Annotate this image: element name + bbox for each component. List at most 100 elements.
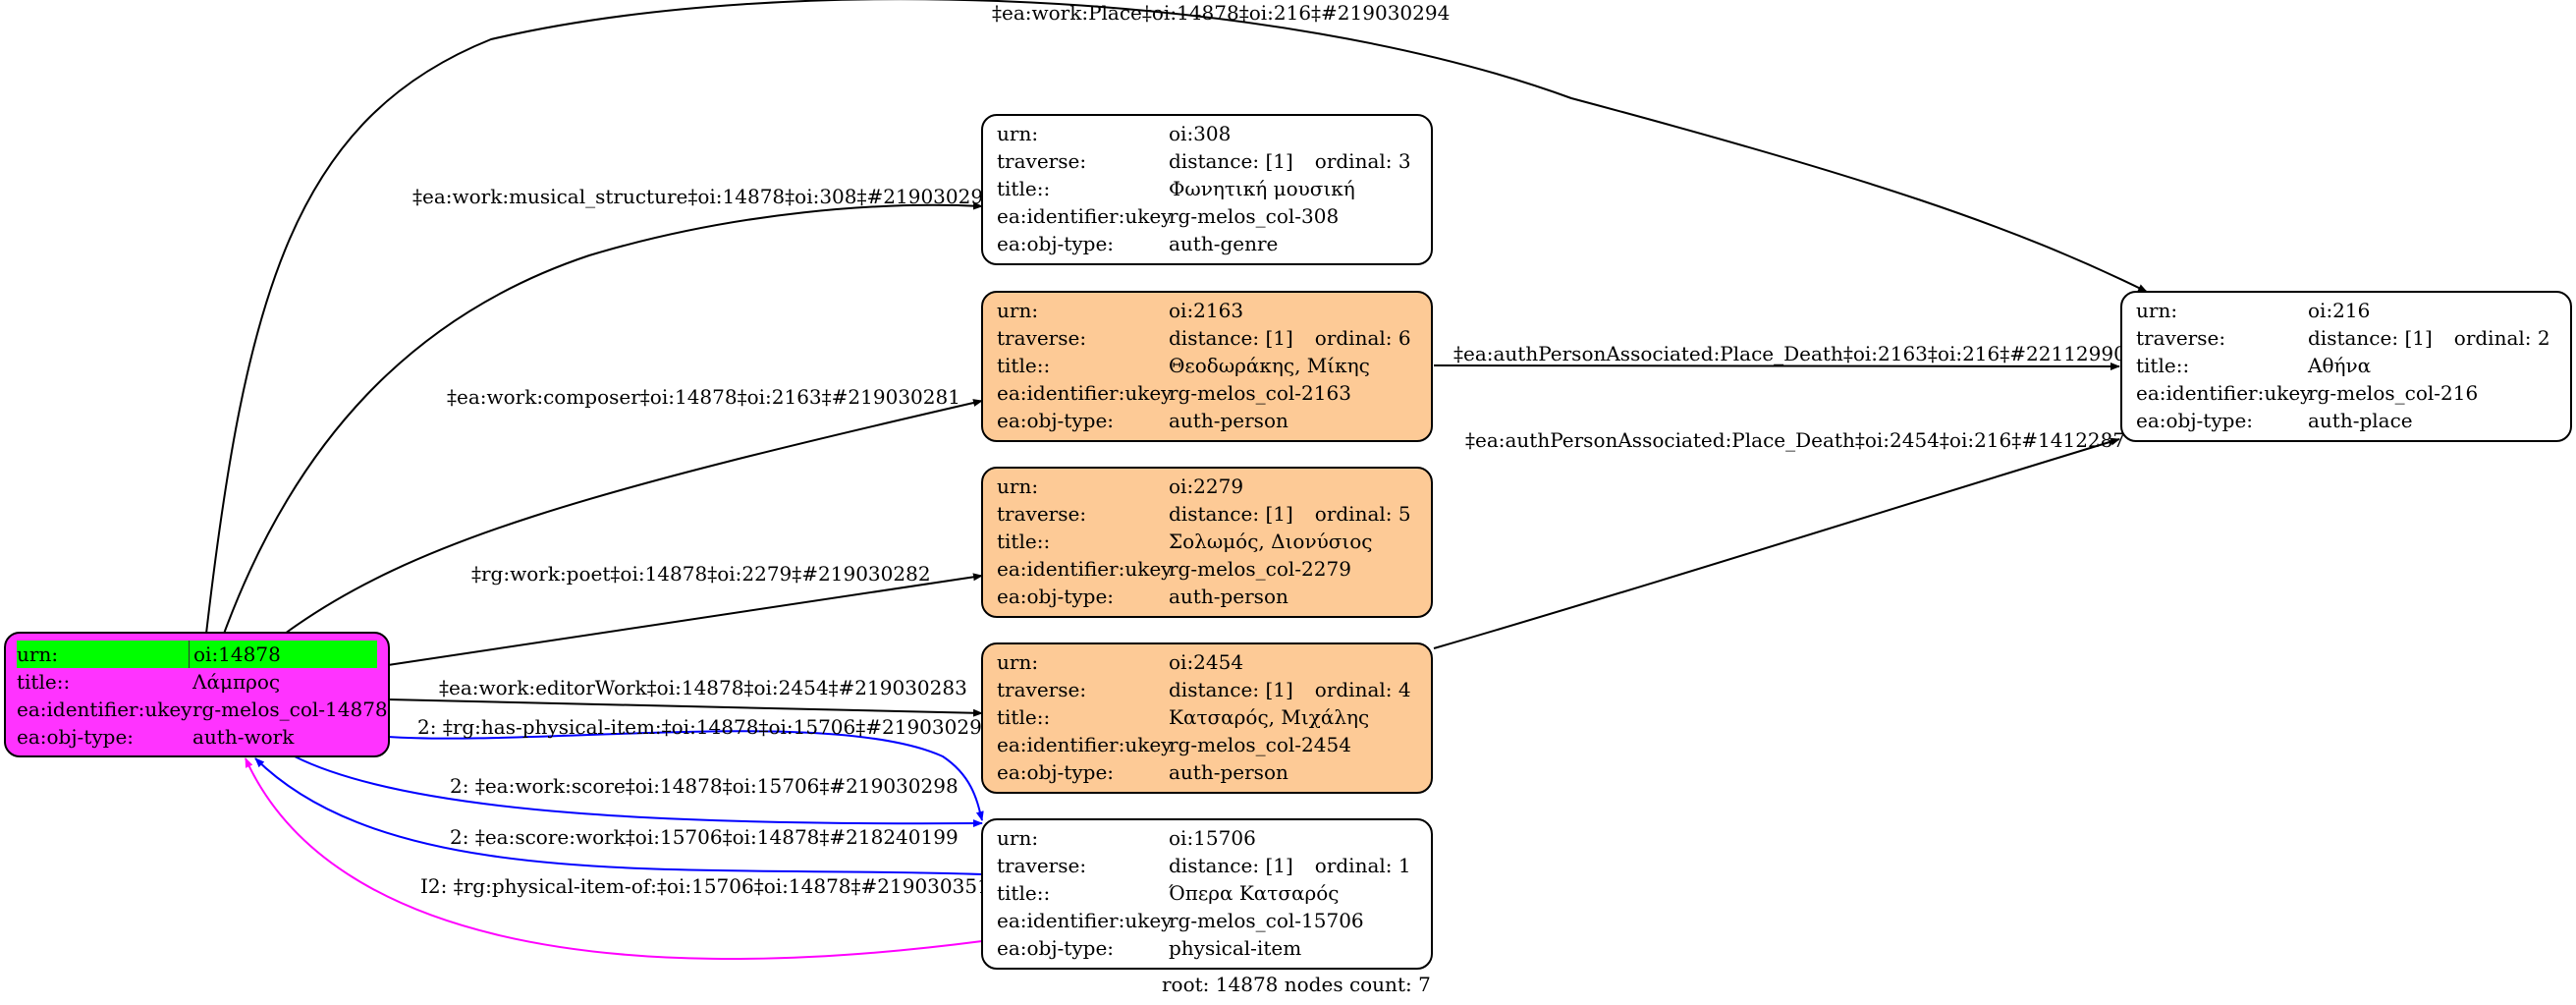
key-urn: urn: <box>2136 299 2178 322</box>
value-ukey: rg-melos_col-2163 <box>1169 381 1351 405</box>
value-ordinal: ordinal: 5 <box>1314 502 1411 526</box>
edge-label-editor: ‡ea:work:editorWork‡oi:14878‡oi:2454‡#21… <box>439 676 967 699</box>
node-root-oi-14878[interactable]: urn:oi:14878 title::Λάμπρος ea:identifie… <box>4 632 390 757</box>
key-urn: urn: <box>17 641 190 668</box>
key-objtype: ea:obj-type: <box>997 936 1115 960</box>
key-title: title:: <box>997 354 1051 377</box>
value-ukey: rg-melos_col-14878 <box>192 698 388 721</box>
node-oi-2454[interactable]: urn:oi:2454 traverse:distance: [1]ordina… <box>981 642 1433 794</box>
edge-composer <box>284 399 983 635</box>
key-title: title:: <box>17 670 71 694</box>
root-urn-row: urn:oi:14878 <box>17 641 377 668</box>
key-traverse: traverse: <box>997 854 1087 877</box>
value-title: Όπερα Κατσαρός <box>1169 881 1340 905</box>
value-objtype: auth-work <box>192 725 295 749</box>
edge-label-score-work: 2: ‡ea:score:work‡oi:15706‡oi:14878‡#218… <box>450 825 959 849</box>
value-ordinal: ordinal: 4 <box>1314 678 1411 701</box>
node-oi-216[interactable]: urn: oi:216 traverse: distance: [1] ordinal… <box>2120 291 2572 442</box>
key-objtype: ea:obj-type: <box>997 760 1115 784</box>
node-oi-308[interactable]: urn: oi:308 traverse: distance: [1] ordinal… <box>981 114 1433 265</box>
edge-place <box>205 0 2148 635</box>
value-objtype: auth-person <box>1169 409 1288 432</box>
edge-label-composer: ‡ea:work:composer‡oi:14878‡oi:2163‡#2190… <box>447 385 960 409</box>
edge-label-death-2163: ‡ea:authPersonAssociated:Place_Death‡oi:… <box>1453 342 2139 365</box>
value-distance: distance: [1] <box>1169 149 1293 173</box>
key-ukey: ea:identifier:ukey <box>17 698 192 721</box>
value-ukey: rg-melos_col-2279 <box>1169 557 1351 581</box>
key-title: title:: <box>997 530 1051 553</box>
edge-has-physical-item <box>387 730 984 821</box>
key-objtype: ea:obj-type: <box>997 585 1115 608</box>
value-title: Κατσαρός, Μιχάλης <box>1169 705 1370 729</box>
value-title: Λάμπρος <box>192 670 281 694</box>
value-title: Φωνητική μουσική <box>1169 177 1355 200</box>
key-title: title:: <box>997 705 1051 729</box>
value-ordinal: ordinal: 1 <box>1314 854 1411 877</box>
value-distance: distance: [1] <box>2308 326 2433 350</box>
value-title: Σολωμός, Διονύσιος <box>1169 530 1373 553</box>
value-urn: oi:2163 <box>1169 299 1244 322</box>
value-objtype: auth-genre <box>1169 232 1279 255</box>
key-ukey: ea:identifier:ukey <box>997 733 1173 756</box>
value-distance: distance: [1] <box>1169 678 1293 701</box>
value-distance: distance: [1] <box>1169 326 1293 350</box>
value-title: Αθήνα <box>2308 354 2372 377</box>
edge-score <box>294 755 983 828</box>
value-urn: oi:14878 <box>193 642 281 666</box>
key-objtype: ea:obj-type: <box>997 232 1115 255</box>
key-urn: urn: <box>997 122 1039 145</box>
key-objtype: ea:obj-type: <box>17 725 135 749</box>
value-ukey: rg-melos_col-15706 <box>1169 909 1364 932</box>
value-ukey: rg-melos_col-308 <box>1169 204 1340 228</box>
value-urn: oi:15706 <box>1169 826 1256 850</box>
value-ukey: rg-melos_col-2454 <box>1169 733 1351 756</box>
edge-label-score: 2: ‡ea:work:score‡oi:14878‡oi:15706‡#219… <box>450 774 959 798</box>
value-distance: distance: [1] <box>1169 854 1293 877</box>
value-urn: oi:216 <box>2308 299 2371 322</box>
edge-label-poet: ‡rg:work:poet‡oi:14878‡oi:2279‡#21903028… <box>471 562 931 586</box>
key-traverse: traverse: <box>997 326 1087 350</box>
edge-poet <box>387 573 983 666</box>
value-ordinal: ordinal: 2 <box>2453 326 2550 350</box>
key-ukey: ea:identifier:ukey <box>2136 381 2312 405</box>
key-ukey: ea:identifier:ukey <box>997 909 1173 932</box>
edge-label-death-2454: ‡ea:authPersonAssociated:Place_Death‡oi:… <box>1465 428 2126 452</box>
value-ordinal: ordinal: 3 <box>1314 149 1411 173</box>
key-urn: urn: <box>997 475 1039 498</box>
edge-musical-structure <box>223 201 983 635</box>
edge-editor <box>387 698 983 717</box>
key-ukey: ea:identifier:ukey <box>997 204 1173 228</box>
value-urn: oi:308 <box>1169 122 1232 145</box>
edge-death-2454 <box>1433 437 2120 649</box>
key-objtype: ea:obj-type: <box>997 409 1115 432</box>
value-ukey: rg-melos_col-216 <box>2308 381 2479 405</box>
key-urn: urn: <box>997 826 1039 850</box>
key-ukey: ea:identifier:ukey <box>997 381 1173 405</box>
key-traverse: traverse: <box>997 149 1087 173</box>
key-title: title:: <box>997 881 1051 905</box>
key-traverse: traverse: <box>997 678 1087 701</box>
node-oi-2279[interactable]: urn:oi:2279 traverse:distance: [1]ordina… <box>981 467 1433 618</box>
value-objtype: auth-person <box>1169 585 1288 608</box>
value-objtype: auth-place <box>2308 409 2413 432</box>
key-traverse: traverse: <box>2136 326 2226 350</box>
edge-label-has-physical-item: 2: ‡rg:has-physical-item:‡oi:14878‡oi:15… <box>417 715 995 739</box>
value-title: Θεοδωράκης, Μίκης <box>1169 354 1370 377</box>
edge-score-work <box>254 757 983 875</box>
key-urn: urn: <box>997 650 1039 674</box>
value-distance: distance: [1] <box>1169 502 1293 526</box>
value-urn: oi:2279 <box>1169 475 1244 498</box>
value-objtype: physical-item <box>1169 936 1302 960</box>
key-ukey: ea:identifier:ukey <box>997 557 1173 581</box>
edge-death-2163 <box>1433 362 2120 370</box>
node-oi-2163[interactable]: urn: oi:2163 traverse: distance: [1] ordina… <box>981 291 1433 442</box>
edge-label-place: ‡ea:work:Place‡oi:14878‡oi:216‡#21903029… <box>992 1 1451 25</box>
edge-label-physical-item-of: I2: ‡rg:physical-item-of:‡oi:15706‡oi:14… <box>420 874 990 898</box>
key-urn: urn: <box>997 299 1039 322</box>
value-ordinal: ordinal: 6 <box>1314 326 1411 350</box>
graph-footer: root: 14878 nodes count: 7 <box>1162 973 1431 996</box>
node-oi-15706[interactable]: urn: oi:15706 traverse: distance: [1] ordin… <box>981 818 1433 970</box>
key-objtype: ea:obj-type: <box>2136 409 2254 432</box>
edge-physical-item-of <box>245 757 983 961</box>
